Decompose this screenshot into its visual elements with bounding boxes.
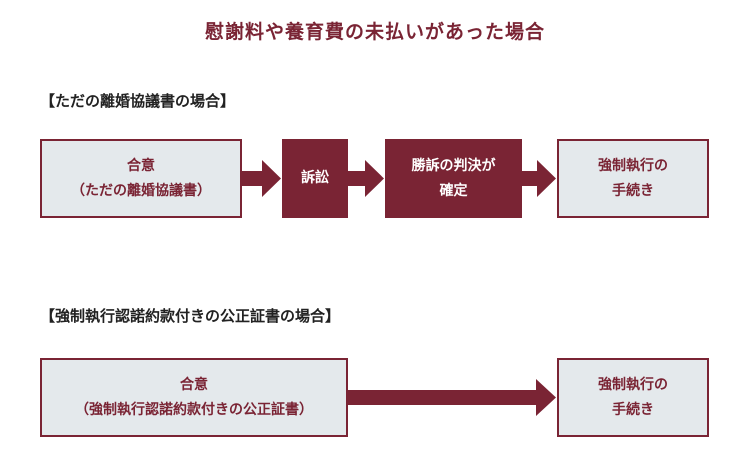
flow1-enforcement-box: 強制執行の 手続き — [557, 139, 709, 218]
flow1-judgment-line1: 勝訴の判決が — [411, 158, 496, 174]
flow1-judgment-box: 勝訴の判決が 確定 — [385, 139, 522, 218]
flow2-heading: 【強制執行認諾約款付きの公正証書の場合】 — [40, 307, 341, 325]
flow1-enforcement-line2: 手続き — [612, 182, 654, 199]
flow2-enforcement-line1: 強制執行の — [598, 377, 668, 393]
flow1-lawsuit-box: 訴訟 — [282, 139, 348, 218]
flow2-enforcement-box: 強制執行の 手続き — [557, 358, 709, 437]
flow1-enforcement-line1: 強制執行の — [598, 158, 668, 174]
flow1-arrow-1 — [242, 160, 281, 197]
flow2-agreement-line2: （強制執行認諾約款付きの公正証書） — [75, 401, 313, 418]
flow1-agreement-line2: （ただの離婚協議書） — [71, 182, 211, 199]
flow1-arrow-3 — [522, 160, 556, 197]
flow1-judgment-line2: 確定 — [439, 182, 468, 199]
flow1-lawsuit-label: 訴訟 — [301, 170, 329, 187]
flow2-enforcement-line2: 手続き — [612, 401, 654, 418]
flow1-agreement-line1: 合意 — [127, 158, 155, 174]
flow2-agreement-box: 合意 （強制執行認諾約款付きの公正証書） — [40, 358, 348, 437]
flow2-arrow — [348, 379, 556, 416]
flow1-arrow-2 — [348, 160, 384, 197]
diagram-title: 慰謝料や養育費の未払いがあった場合 — [204, 21, 545, 43]
flow1-heading: 【ただの離婚協議書の場合】 — [40, 92, 236, 110]
flow1-agreement-box: 合意 （ただの離婚協議書） — [40, 139, 242, 218]
flow2-agreement-line1: 合意 — [180, 377, 208, 393]
